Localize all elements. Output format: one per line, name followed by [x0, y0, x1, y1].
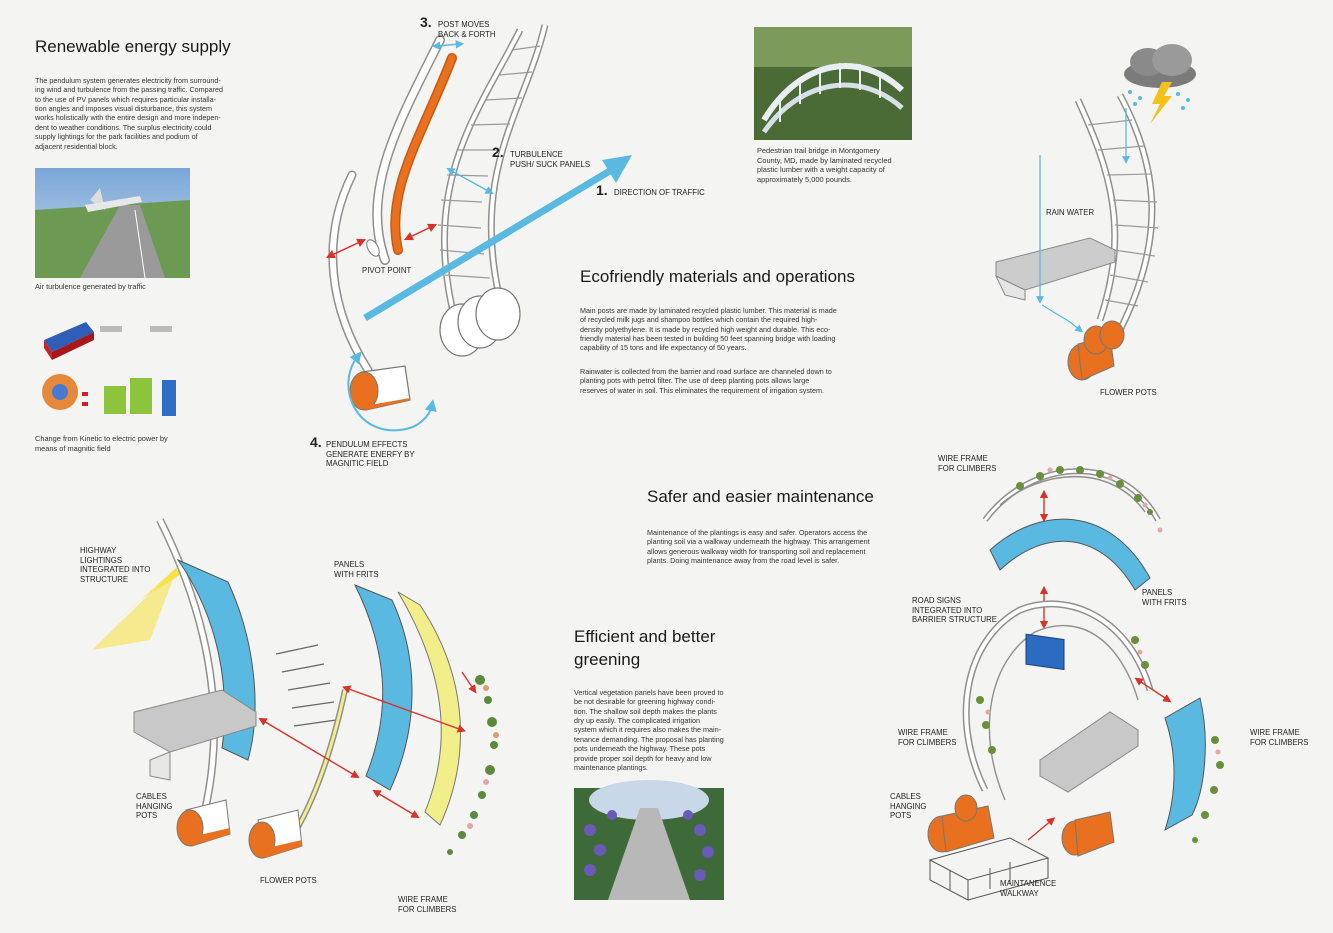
runway-turbulence-photo — [35, 168, 190, 279]
maintenance-title: Safer and easier maintenance — [647, 487, 874, 506]
ecofriendly-title: Ecofriendly materials and operations — [580, 267, 855, 286]
step3-number: 3. — [420, 14, 432, 30]
wire-frame-label-left: WIRE FRAME FOR CLIMBERS — [898, 728, 957, 747]
step2-label: 2. TURBULENCE PUSH/ SUCK PANELS — [492, 144, 590, 169]
pivot-label: PIVOT POINT — [362, 266, 412, 275]
panels-frits-label-right: PANELS WITH FRITS — [1142, 588, 1187, 607]
maintenance-walkway-label: MAINTANENCE WALKWAY — [1000, 879, 1057, 898]
wire-frame-label-right: WIRE FRAME FOR CLIMBERS — [1250, 728, 1309, 747]
yellow-panel — [397, 591, 461, 826]
panels-frits-label: PANELS WITH FRITS — [334, 560, 379, 579]
maintenance-diagram — [927, 466, 1224, 901]
step4-text: PENDULUM EFFECTS GENERATE ENERFY BY MAGN… — [326, 440, 415, 469]
bridge-photo — [754, 27, 912, 140]
blue-side-panel — [1164, 697, 1206, 832]
ecofriendly-body-2: Rainwater is collected from the barrier … — [580, 367, 832, 395]
step1-label: 1. DIRECTION OF TRAFFIC — [596, 182, 705, 200]
flower-pots-cluster — [1067, 320, 1125, 381]
step2-text: TURBULENCE PUSH/ SUCK PANELS — [510, 150, 591, 169]
wire-frame-label-green: WIRE FRAME FOR CLIMBERS — [398, 895, 457, 914]
traffic-direction-arrow — [363, 162, 620, 322]
wire-frame-label-top: WIRE FRAME FOR CLIMBERS — [938, 454, 997, 473]
swing-arc — [347, 351, 437, 432]
kinetic-caption: Change from Kinetic to electric power by… — [35, 434, 168, 453]
road-signs-label: ROAD SIGNS INTEGRATED INTO BARRIER STRUC… — [912, 596, 997, 625]
top-climbers — [1016, 466, 1163, 533]
greening-body: Vertical vegetation panels have been pro… — [574, 688, 724, 772]
blue-arch-panel — [989, 518, 1151, 591]
renewable-body: The pendulum system generates electricit… — [35, 76, 224, 151]
turbulence-caption: Air turbulence generated by traffic — [35, 282, 146, 291]
road-slab — [995, 237, 1116, 291]
step3-label: 3. POST MOVES BACK & FORTH — [420, 14, 495, 39]
greening-title: Efficient and better greening — [574, 627, 716, 669]
step4-label: 4. PENDULUM EFFECTS GENERATE ENERFY BY M… — [310, 434, 415, 468]
bridge-caption: Pedestrian trail bridge in Montgomery Co… — [757, 146, 892, 184]
rain-diagram — [994, 44, 1196, 381]
maintenance-body: Maintenance of the plantings is easy and… — [647, 528, 870, 566]
flower-pots-label-bottom: FLOWER POTS — [260, 876, 317, 885]
cables-label-right: CABLES HANGING POTS — [890, 792, 927, 821]
ecofriendly-body-1: Main posts are made by laminated recycle… — [580, 306, 837, 353]
cables-hanging-pots-label: CABLES HANGING POTS — [136, 792, 173, 821]
maintenance-pots — [927, 794, 1115, 857]
climber-vegetation — [447, 675, 499, 855]
magnetic-field-schematic — [42, 322, 176, 416]
step1-text: DIRECTION OF TRAFFIC — [614, 188, 705, 197]
highway-lightings-label: HIGHWAY LIGHTINGS INTEGRATED INTO STRUCT… — [80, 546, 151, 585]
step4-number: 4. — [310, 434, 322, 450]
pendulum-pot — [349, 365, 411, 411]
step3-text: POST MOVES BACK & FORTH — [438, 20, 496, 39]
step1-number: 1. — [596, 182, 608, 198]
pendulum-diagram — [325, 24, 632, 432]
road-sign — [1025, 633, 1065, 671]
renewable-title: Renewable energy supply — [35, 37, 231, 56]
pivot-icon — [366, 239, 380, 257]
blue-panel-frits — [353, 584, 413, 791]
greening-pots — [176, 799, 303, 859]
maintenance-walkway — [928, 837, 1050, 901]
garden-tunnel-photo — [574, 780, 724, 900]
generator-drums — [439, 287, 521, 357]
storm-cloud-icon — [1124, 44, 1196, 124]
rain-water-label: RAIN WATER — [1046, 208, 1095, 217]
greening-diagram — [92, 518, 499, 859]
flower-pots-label-top: FLOWER POTS — [1100, 388, 1157, 397]
step2-number: 2. — [492, 144, 504, 160]
